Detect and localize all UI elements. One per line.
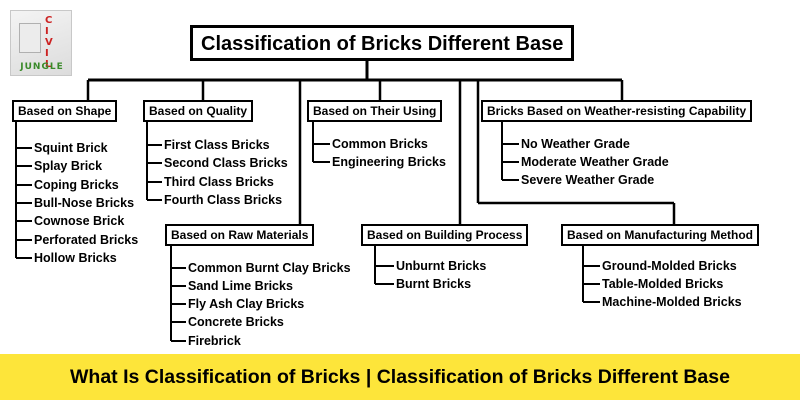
logo-civil-text: CIVIL — [45, 15, 53, 70]
category-box-building-process: Based on Building Process — [361, 224, 529, 246]
list-item: Sand Lime Bricks — [188, 279, 293, 293]
list-item: Bull-Nose Bricks — [34, 196, 135, 210]
list-item: Fourth Class Bricks — [164, 193, 283, 207]
category-box-weather: Bricks Based on Weather-resisting Capabi… — [481, 100, 753, 122]
logo-jungle-text: JUNGLE — [20, 62, 64, 72]
category-box-using: Based on Their Using — [307, 100, 443, 122]
category-box-raw-materials: Based on Raw Materials — [165, 224, 315, 246]
list-item: Ground-Molded Bricks — [602, 259, 737, 273]
list-item: Perforated Bricks — [34, 233, 139, 247]
list-item: Severe Weather Grade — [521, 173, 655, 187]
list-item: Second Class Bricks — [164, 156, 288, 170]
list-item: Unburnt Bricks — [396, 259, 487, 273]
list-item: Common Burnt Clay Bricks — [188, 261, 351, 275]
list-item: Machine-Molded Bricks — [602, 295, 742, 309]
list-item: First Class Bricks — [164, 138, 270, 152]
category-box-shape: Based on Shape — [12, 100, 118, 122]
list-item: Concrete Bricks — [188, 315, 284, 329]
list-item: Fly Ash Clay Bricks — [188, 297, 305, 311]
list-item: Burnt Bricks — [396, 277, 472, 291]
list-item: Table-Molded Bricks — [602, 277, 724, 291]
list-item: Coping Bricks — [34, 178, 119, 192]
list-item: Cownose Brick — [34, 214, 125, 228]
list-item: Engineering Bricks — [332, 155, 446, 169]
footer-banner: What Is Classification of Bricks | Class… — [0, 354, 800, 400]
list-item: Hollow Bricks — [34, 251, 117, 265]
list-item: Third Class Bricks — [164, 175, 274, 189]
category-box-quality: Based on Quality — [143, 100, 254, 122]
diagram-title: Classification of Bricks Different Base — [190, 25, 575, 61]
list-item: Moderate Weather Grade — [521, 155, 669, 169]
category-box-manufacturing: Based on Manufacturing Method — [561, 224, 759, 246]
list-item: Firebrick — [188, 334, 241, 348]
civil-jungle-logo: CIVIL JUNGLE — [10, 10, 72, 76]
logo-building-icon — [19, 23, 41, 53]
list-item: Squint Brick — [34, 141, 108, 155]
list-item: Splay Brick — [34, 159, 103, 173]
list-item: No Weather Grade — [521, 137, 630, 151]
list-item: Common Bricks — [332, 137, 428, 151]
